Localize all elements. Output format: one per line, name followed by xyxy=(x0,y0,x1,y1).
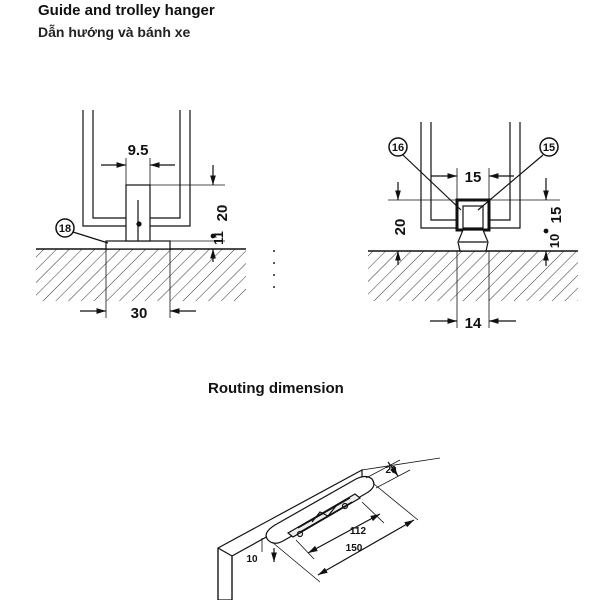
trolley-screw-1 xyxy=(296,530,304,538)
left-callout-leader xyxy=(72,231,109,244)
left-dim-9-5-label: 9.5 xyxy=(128,142,149,159)
left-dim-30-label: 30 xyxy=(131,305,148,322)
right-trolley-drawing xyxy=(368,122,578,328)
routing-dim-10-label: 10 xyxy=(246,554,258,565)
page-subtitle: Dẫn hướng và bánh xe xyxy=(38,24,191,40)
routing-ext-20a xyxy=(365,459,401,479)
right-callout-15-label: 15 xyxy=(543,142,555,154)
right-dim-20-label: 20 xyxy=(392,219,409,236)
routing-ext-112a xyxy=(295,539,315,560)
left-dim-20-label: 20 xyxy=(214,205,231,222)
left-floor-hatch xyxy=(36,249,246,301)
routing-dim-20-arrow xyxy=(387,461,399,477)
right-dim-dot xyxy=(543,228,549,234)
right-dim-15v-label: 15 xyxy=(548,207,565,224)
left-base-plate xyxy=(105,240,171,250)
left-screw xyxy=(136,221,142,227)
routed-slot xyxy=(265,475,375,544)
left-dim-dot xyxy=(210,233,216,239)
routing-ext-20b xyxy=(375,469,411,489)
routing-dim-150-line xyxy=(317,519,415,576)
door-top-back xyxy=(361,457,441,471)
right-trolley-wheel xyxy=(457,229,489,252)
right-callout-16-label: 16 xyxy=(392,142,404,154)
left-callout-label: 18 xyxy=(59,223,71,235)
separator-dots xyxy=(273,250,275,288)
trolley-screw-2 xyxy=(341,502,349,510)
right-floor-hatch xyxy=(368,251,578,301)
routing-dim-112-label: 112 xyxy=(350,526,367,537)
right-callout-16-leader xyxy=(402,154,462,211)
right-dim-10-label: 10 xyxy=(547,234,562,248)
left-callout-circle xyxy=(55,218,75,238)
left-guide-drawing xyxy=(36,110,246,318)
routing-ext-150a xyxy=(271,541,321,583)
door-edge-1 xyxy=(217,547,233,557)
routing-title: Routing dimension xyxy=(208,380,344,397)
right-callout-16-circle xyxy=(388,137,408,157)
left-dim-11-label: 11 xyxy=(211,231,226,245)
routing-dim-150-label: 150 xyxy=(346,543,363,554)
routing-ext-150b xyxy=(373,483,419,521)
right-callout-15-leader xyxy=(477,154,544,211)
right-dim-15-label: 15 xyxy=(465,169,482,186)
right-dim-14-label: 14 xyxy=(465,315,482,332)
page-title: Guide and trolley hanger xyxy=(38,2,215,19)
routing-drawing xyxy=(217,457,441,600)
trolley-rail-1 xyxy=(297,497,351,529)
routing-ext-112b xyxy=(361,501,385,524)
right-track-inner xyxy=(462,205,484,229)
right-callout-15-circle xyxy=(539,137,559,157)
routing-dim-20-label: 20 xyxy=(385,465,397,476)
